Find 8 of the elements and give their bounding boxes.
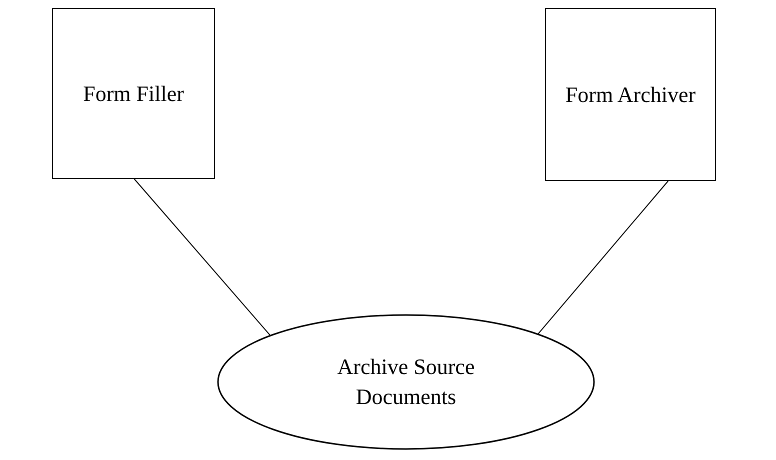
node-label: Archive Source Documents bbox=[336, 353, 476, 411]
process-box bbox=[545, 8, 716, 181]
connector-line bbox=[538, 180, 669, 334]
ellipse-node bbox=[217, 314, 595, 450]
node-label: Form Filler bbox=[83, 80, 184, 108]
connector-line bbox=[134, 178, 270, 336]
node-label: Form Archiver bbox=[565, 80, 696, 109]
process-box bbox=[52, 8, 215, 179]
